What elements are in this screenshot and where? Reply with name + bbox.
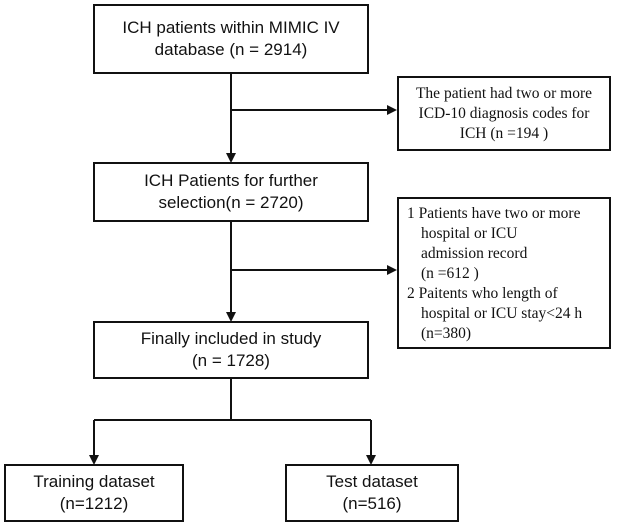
box-further-line-2: selection(n = 2720) — [158, 193, 304, 212]
box-further-selection: ICH Patients for further selection(n = 2… — [93, 162, 369, 222]
box-exclusion2-line-5: 2 Paitents who length of — [407, 285, 558, 302]
box-test-dataset: Test dataset (n=516) — [285, 464, 459, 522]
box-exclusion1-line-1: The patient had two or more — [415, 84, 593, 102]
box-test-line-1: Test dataset — [326, 472, 418, 491]
box-further-line-1: ICH Patients for further — [144, 171, 318, 190]
box-training-dataset: Training dataset (n=1212) — [4, 464, 184, 522]
box-final-line-2: (n = 1728) — [192, 351, 270, 370]
box-exclusion1-line-3: ICH (n =194 ) — [459, 124, 549, 142]
box-exclusion2-line-1: 1 Patients have two or more — [407, 205, 581, 222]
box-exclusion2-line-4: (n =612 ) — [421, 265, 479, 282]
box-final-line-1: Finally included in study — [140, 329, 322, 348]
box-start-line-1: ICH patients within MIMIC IV — [122, 18, 340, 37]
box-exclusion1: The patient had two or more ICD-10 diagn… — [397, 76, 611, 151]
box-start-line-2: database (n = 2914) — [154, 40, 308, 59]
box-test-line-2: (n=516) — [342, 494, 402, 513]
box-exclusion2: 1 Patients have two or more hospital or … — [397, 197, 611, 349]
box-exclusion2-line-2: hospital or ICU — [421, 225, 518, 242]
box-start: ICH patients within MIMIC IV database (n… — [93, 4, 369, 74]
box-final-included: Finally included in study (n = 1728) — [93, 321, 369, 379]
box-exclusion2-line-3: admission record — [421, 245, 528, 262]
box-exclusion1-line-2: ICD-10 diagnosis codes for — [418, 104, 590, 122]
box-training-line-2: (n=1212) — [59, 494, 129, 513]
box-training-line-1: Training dataset — [33, 472, 155, 491]
box-exclusion2-line-6: hospital or ICU stay<24 h — [421, 305, 583, 322]
box-exclusion2-line-7: (n=380) — [421, 325, 472, 342]
